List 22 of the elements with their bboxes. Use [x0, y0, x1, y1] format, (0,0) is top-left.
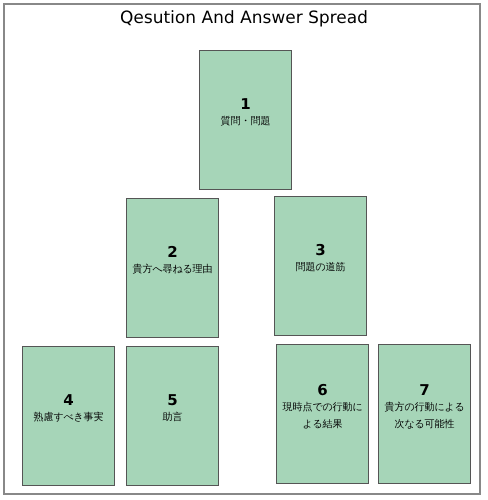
- card: [274, 196, 367, 336]
- card-meaning: 貴方の行動による次なる可能性: [384, 400, 466, 432]
- card: [276, 344, 369, 484]
- card: [199, 50, 292, 190]
- card: [126, 198, 219, 338]
- card-number: 7: [419, 382, 430, 398]
- card-meaning: 質問・問題: [220, 114, 270, 129]
- title: Qesution And Answer Spread: [119, 8, 369, 28]
- card-number: 1: [240, 96, 251, 113]
- card-number: 6: [317, 382, 328, 398]
- card-number: 5: [167, 392, 178, 409]
- card-meaning: 現時点での行動による結果: [282, 400, 364, 432]
- card-meaning: 問題の道筋: [296, 261, 346, 275]
- card-meaning: 助言: [162, 410, 182, 425]
- card: [22, 346, 115, 486]
- card-number: 3: [315, 242, 326, 259]
- card-number: 4: [63, 392, 74, 409]
- card-meaning: 熟慮すべき事実: [34, 410, 104, 425]
- card-number: 2: [167, 244, 178, 261]
- card: [126, 346, 219, 486]
- card: [378, 344, 471, 484]
- card-meaning: 貴方へ尋ねる理由: [132, 262, 212, 277]
